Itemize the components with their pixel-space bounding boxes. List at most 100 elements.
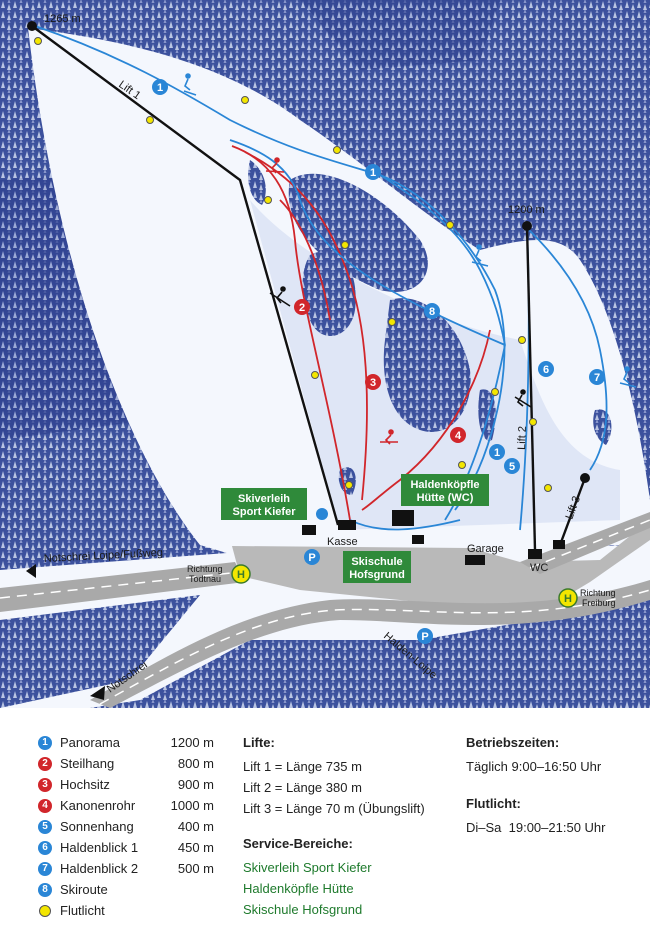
skier-icon <box>269 286 291 307</box>
forest-dark-patch <box>300 0 500 70</box>
piste-number-icon: 7 <box>38 861 52 876</box>
service-item: Skischule Hofsgrund <box>243 902 363 917</box>
piste-name: Sonnenhang <box>60 819 134 834</box>
direction-arrow-icon <box>26 564 36 578</box>
piste-marker: 1 <box>489 444 505 460</box>
svg-text:7: 7 <box>594 372 600 384</box>
betriebszeiten-value: Täglich 9:00–16:50 Uhr <box>466 759 602 774</box>
svg-text:6: 6 <box>543 364 549 376</box>
summit-elevation-2: 1200 m <box>508 204 545 216</box>
svg-text:Todtnau: Todtnau <box>189 574 221 584</box>
service-box-skiverleih: Skiverleih Sport Kiefer <box>221 488 307 520</box>
svg-text:Haldenköpfle: Haldenköpfle <box>410 479 479 491</box>
lifts-service-legend: Lifte: Lift 1 = Länge 735 m Lift 2 = Län… <box>243 732 425 920</box>
lifte-heading: Lifte: <box>243 735 275 750</box>
road-dash <box>529 519 650 569</box>
svg-text:P: P <box>308 552 315 564</box>
lifts <box>31 25 587 551</box>
piste-marker: 1 <box>365 164 381 180</box>
piste-length: 500 m <box>177 861 214 876</box>
piste-marker: 8 <box>424 303 440 319</box>
service-heading: Service-Bereiche: <box>243 836 353 851</box>
piste-marker: 5 <box>504 458 520 474</box>
piste-legend-row: 7 Haldenblick 2 500 m <box>38 858 214 879</box>
flutlicht-heading: Flutlicht: <box>466 796 521 811</box>
service-box-skischule: Skischule Hofsgrund <box>343 551 411 583</box>
lift-1-valley-station <box>302 525 316 535</box>
svg-text:1: 1 <box>157 82 163 94</box>
bus-stop-icon <box>231 564 251 584</box>
skier-icon <box>619 366 637 388</box>
svg-text:5: 5 <box>509 461 515 473</box>
svg-text:1: 1 <box>494 447 500 459</box>
lift-info: Lift 2 = Länge 380 m <box>243 780 362 795</box>
svg-text:1: 1 <box>370 167 376 179</box>
piste-legend-row: 5 Sonnenhang 400 m <box>38 816 214 837</box>
lift-1-summit-station <box>27 21 37 31</box>
piste-legend-row: 8 Skiroute <box>38 879 214 900</box>
road-dash <box>0 571 241 599</box>
piste-marker: 7 <box>589 369 605 385</box>
parking-icon: P <box>417 628 433 644</box>
piste-number-icon: 4 <box>38 798 52 813</box>
skier-icon <box>514 389 532 408</box>
piste-marker: 4 <box>450 427 466 443</box>
svg-text:8: 8 <box>429 306 435 318</box>
svg-text:Sport Kiefer: Sport Kiefer <box>233 506 297 518</box>
bus-stop-icon <box>558 588 578 608</box>
forest-island <box>302 251 356 337</box>
svg-text:Richtung: Richtung <box>187 564 223 574</box>
service-box-haldenkopfle: Haldenköpfle Hütte (WC) <box>401 474 489 506</box>
piste-marker: 3 <box>365 374 381 390</box>
betriebszeiten-heading: Betriebszeiten: <box>466 735 560 750</box>
forest-island <box>383 298 471 432</box>
piste-number-icon: 5 <box>38 819 52 834</box>
ski-area-map: 1 1 1 2 3 4 5 6 7 8 1265 m 1200 m Lift 1… <box>0 0 650 708</box>
lift-3-line <box>558 477 587 546</box>
svg-text:H: H <box>564 593 572 605</box>
flutlicht-legend-row: Flutlicht <box>38 900 214 921</box>
svg-text:Hütte (WC): Hütte (WC) <box>417 492 474 504</box>
haldenkopfle-hut-building <box>392 510 414 526</box>
piste-number-icon: 1 <box>38 735 52 750</box>
piste-name: Haldenblick 2 <box>60 861 139 876</box>
svg-text:2: 2 <box>299 302 305 314</box>
lift-2-summit-station <box>522 221 532 231</box>
forest-lower <box>0 595 200 708</box>
lift-2-line <box>525 225 537 551</box>
piste-number-icon: 8 <box>38 882 52 897</box>
rental-marker <box>316 508 328 520</box>
flutlicht-lamps <box>34 37 552 492</box>
lift-info: Lift 1 = Länge 735 m <box>243 759 362 774</box>
garage-label: Garage <box>467 543 504 555</box>
piste-marker: 6 <box>538 361 554 377</box>
svg-text:4: 4 <box>455 430 462 442</box>
lift-1-line <box>31 25 340 526</box>
piste-name: Skiroute <box>60 882 108 897</box>
piste-marker: 1 <box>152 79 168 95</box>
piste-number-icon: 3 <box>38 777 52 792</box>
skischule-building <box>412 535 424 544</box>
svg-text:H: H <box>237 569 245 581</box>
piste-length: 800 m <box>177 756 214 771</box>
piste-name: Steilhang <box>60 756 115 771</box>
svg-text:Skischule: Skischule <box>351 556 402 568</box>
svg-text:Freiburg: Freiburg <box>582 598 616 608</box>
piste-length: 450 m <box>177 840 214 855</box>
skier-icon <box>183 73 197 96</box>
forest-lower <box>230 650 460 708</box>
wc-label: WC <box>530 562 548 574</box>
skier-icon <box>380 429 398 445</box>
piste-length: 400 m <box>177 819 214 834</box>
parking-area <box>232 520 650 612</box>
skier-icon <box>471 244 489 267</box>
forest-lower <box>470 600 650 708</box>
garage-building <box>465 555 485 565</box>
piste-name: Kanonenrohr <box>60 798 136 813</box>
kasse-label: Kasse <box>327 536 358 548</box>
parking-icon: P <box>304 549 320 565</box>
summit-elevation-1: 1265 m <box>44 13 81 25</box>
